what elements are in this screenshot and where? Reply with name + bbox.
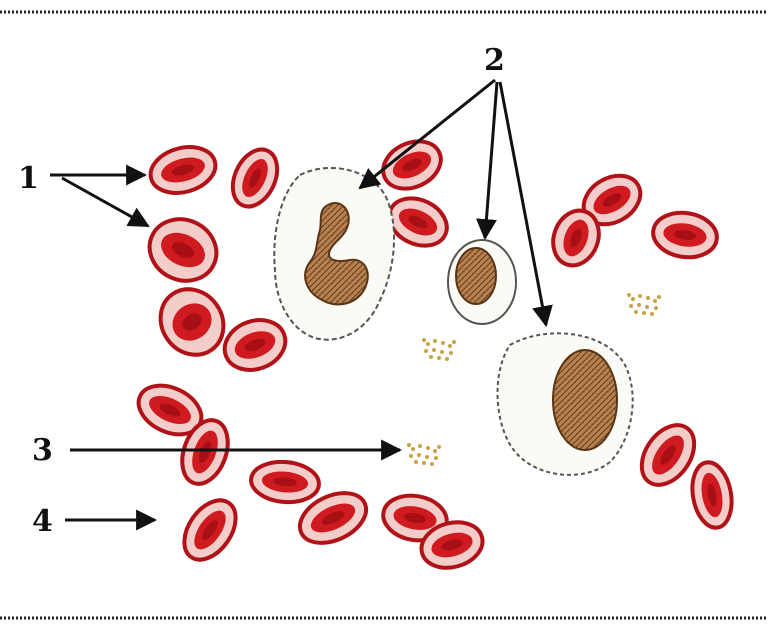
round-nucleus bbox=[456, 248, 496, 304]
label-2: 2 bbox=[484, 43, 505, 78]
red-blood-cell bbox=[650, 209, 720, 261]
leukocyte-neutrophil bbox=[274, 168, 394, 340]
red-blood-cell bbox=[688, 459, 737, 531]
oval-nucleus bbox=[553, 350, 617, 450]
red-blood-cell bbox=[218, 312, 293, 378]
red-blood-cell bbox=[145, 140, 220, 200]
platelet-cluster bbox=[422, 338, 456, 361]
red-blood-cell bbox=[140, 208, 227, 291]
red-blood-cell bbox=[174, 491, 246, 569]
leukocyte-lymphocyte bbox=[448, 240, 516, 324]
red-blood-cell bbox=[148, 277, 236, 367]
platelet-cluster bbox=[407, 443, 441, 466]
platelet-cluster bbox=[627, 293, 661, 316]
erythrocytes bbox=[131, 132, 737, 574]
red-blood-cell bbox=[249, 459, 320, 505]
label-1-arrows bbox=[50, 175, 148, 226]
label-3: 3 bbox=[32, 433, 53, 468]
leukocyte-monocyte bbox=[498, 333, 633, 475]
label-1: 1 bbox=[18, 161, 39, 196]
label-4: 4 bbox=[32, 504, 53, 539]
red-blood-cell bbox=[224, 142, 286, 213]
